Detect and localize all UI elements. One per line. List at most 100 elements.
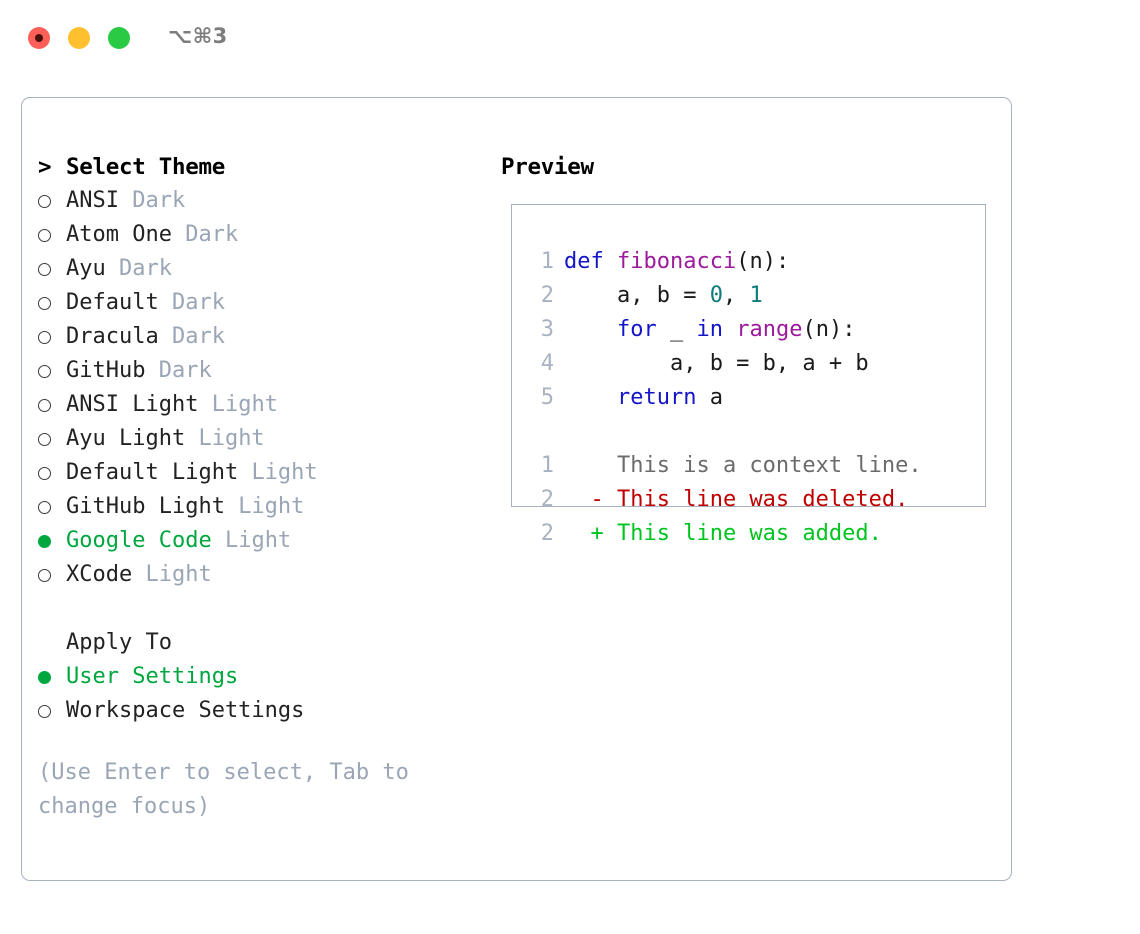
theme-option-label: ANSI Light: [66, 392, 212, 417]
code-token: a, b = b, a + b: [564, 351, 869, 376]
code-token: a: [696, 385, 723, 410]
minimize-window-button[interactable]: [68, 27, 90, 49]
apply-to-option-workspace-settings[interactable]: Workspace Settings: [38, 694, 478, 728]
diff-lines: 1 This is a context line.2 - This line w…: [530, 449, 979, 551]
code-diff-spacer: [530, 415, 979, 449]
code-line: 1 def fibonacci(n):: [530, 245, 979, 279]
theme-option-dracula[interactable]: Dracula Dark: [38, 320, 478, 354]
code-line: 5 return a: [530, 381, 979, 415]
theme-option-xcode[interactable]: XCode Light: [38, 558, 478, 592]
code-token: in: [696, 317, 723, 342]
select-theme-header: > Select Theme: [38, 150, 478, 184]
code-token: fibonacci: [616, 249, 737, 274]
radio-unselected-icon: [38, 704, 66, 718]
line-number: 1: [540, 249, 554, 274]
radio-unselected-icon: [38, 466, 66, 480]
theme-option-ansi[interactable]: ANSI Dark: [38, 184, 478, 218]
line-number: 4: [540, 351, 554, 376]
theme-option-label: XCode: [66, 562, 146, 587]
code-token: (n):: [802, 317, 856, 342]
theme-variant-badge: Light: [145, 562, 212, 587]
theme-variant-badge: Light: [211, 392, 278, 417]
code-token: [564, 317, 617, 342]
keyboard-hint: (Use Enter to select, Tab to change focu…: [38, 760, 423, 819]
diff-line-ctx: 1 This is a context line.: [530, 449, 979, 483]
theme-option-label: GitHub: [66, 358, 159, 383]
theme-variant-badge: Dark: [118, 256, 172, 281]
line-number: 2: [540, 487, 554, 512]
theme-option-default[interactable]: Default Dark: [38, 286, 478, 320]
radio-unselected-icon: [38, 228, 66, 242]
theme-option-label: Ayu Light: [66, 426, 199, 451]
close-icon: [35, 34, 43, 42]
maximize-window-button[interactable]: [108, 27, 130, 49]
code-line: 2 a, b = 0, 1: [530, 279, 979, 313]
radio-unselected-icon: [38, 432, 66, 446]
diff-line-text: + This line was added.: [564, 521, 882, 546]
theme-option-label: Default Light: [66, 460, 252, 485]
apply-to-option-label: User Settings: [66, 664, 239, 689]
focus-caret-icon: >: [38, 154, 52, 180]
code-line: 4 a, b = b, a + b: [530, 347, 979, 381]
theme-option-google-code[interactable]: Google Code Light: [38, 524, 478, 558]
theme-option-label: GitHub Light: [66, 494, 239, 519]
line-number: 1: [540, 453, 554, 478]
theme-variant-badge: Light: [198, 426, 265, 451]
title-bar: ⌥⌘3: [0, 0, 1140, 78]
theme-option-ansi-light[interactable]: ANSI Light Light: [38, 388, 478, 422]
radio-unselected-icon: [38, 568, 66, 582]
theme-option-ayu-light[interactable]: Ayu Light Light: [38, 422, 478, 456]
theme-variant-badge: Dark: [158, 358, 212, 383]
select-theme-header-label: Select Theme: [66, 154, 225, 180]
theme-option-atom-one[interactable]: Atom One Dark: [38, 218, 478, 252]
radio-unselected-icon: [38, 398, 66, 412]
theme-option-github[interactable]: GitHub Dark: [38, 354, 478, 388]
radio-unselected-icon: [38, 296, 66, 310]
theme-option-label: Default: [66, 290, 172, 315]
code-token: def: [564, 249, 617, 274]
apply-to-option-user-settings[interactable]: User Settings: [38, 660, 478, 694]
apply-to-header: Apply To: [38, 626, 478, 660]
code-token: [723, 317, 736, 342]
apply-to-header-indent: [38, 626, 66, 660]
radio-unselected-icon: [38, 364, 66, 378]
code-line: 3 for _ in range(n):: [530, 313, 979, 347]
diff-line-text: - This line was deleted.: [564, 487, 909, 512]
code-token: 0: [709, 283, 723, 308]
diff-line-del: 2 - This line was deleted.: [530, 483, 979, 517]
theme-variant-badge: Dark: [132, 188, 186, 213]
theme-option-default-light[interactable]: Default Light Light: [38, 456, 478, 490]
line-number: 2: [540, 521, 554, 546]
radio-unselected-icon: [38, 330, 66, 344]
line-number: 5: [540, 385, 554, 410]
apply-to-option-label: Workspace Settings: [66, 698, 305, 723]
theme-variant-badge: Dark: [185, 222, 239, 247]
theme-option-label: ANSI: [66, 188, 133, 213]
theme-option-github-light[interactable]: GitHub Light Light: [38, 490, 478, 524]
radio-unselected-icon: [38, 262, 66, 276]
code-token: (n):: [736, 249, 790, 274]
theme-option-label: Dracula: [66, 324, 172, 349]
radio-selected-icon: [38, 534, 66, 548]
code-token: a, b =: [564, 283, 710, 308]
code-token: range: [736, 317, 803, 342]
diff-line-add: 2 + This line was added.: [530, 517, 979, 551]
code-token: for: [616, 317, 657, 342]
diff-line-text: This is a context line.: [564, 453, 922, 478]
keyboard-shortcut-label: ⌥⌘3: [168, 24, 228, 48]
code-token: ,: [722, 283, 750, 308]
theme-variant-badge: Dark: [171, 290, 225, 315]
theme-variant-badge: Light: [238, 494, 305, 519]
code-token: 1: [749, 283, 763, 308]
section-spacer: [38, 592, 478, 626]
theme-option-ayu[interactable]: Ayu Dark: [38, 252, 478, 286]
apply-to-header-label: Apply To: [66, 630, 172, 655]
theme-variant-badge: Light: [224, 528, 292, 553]
radio-unselected-icon: [38, 194, 66, 208]
